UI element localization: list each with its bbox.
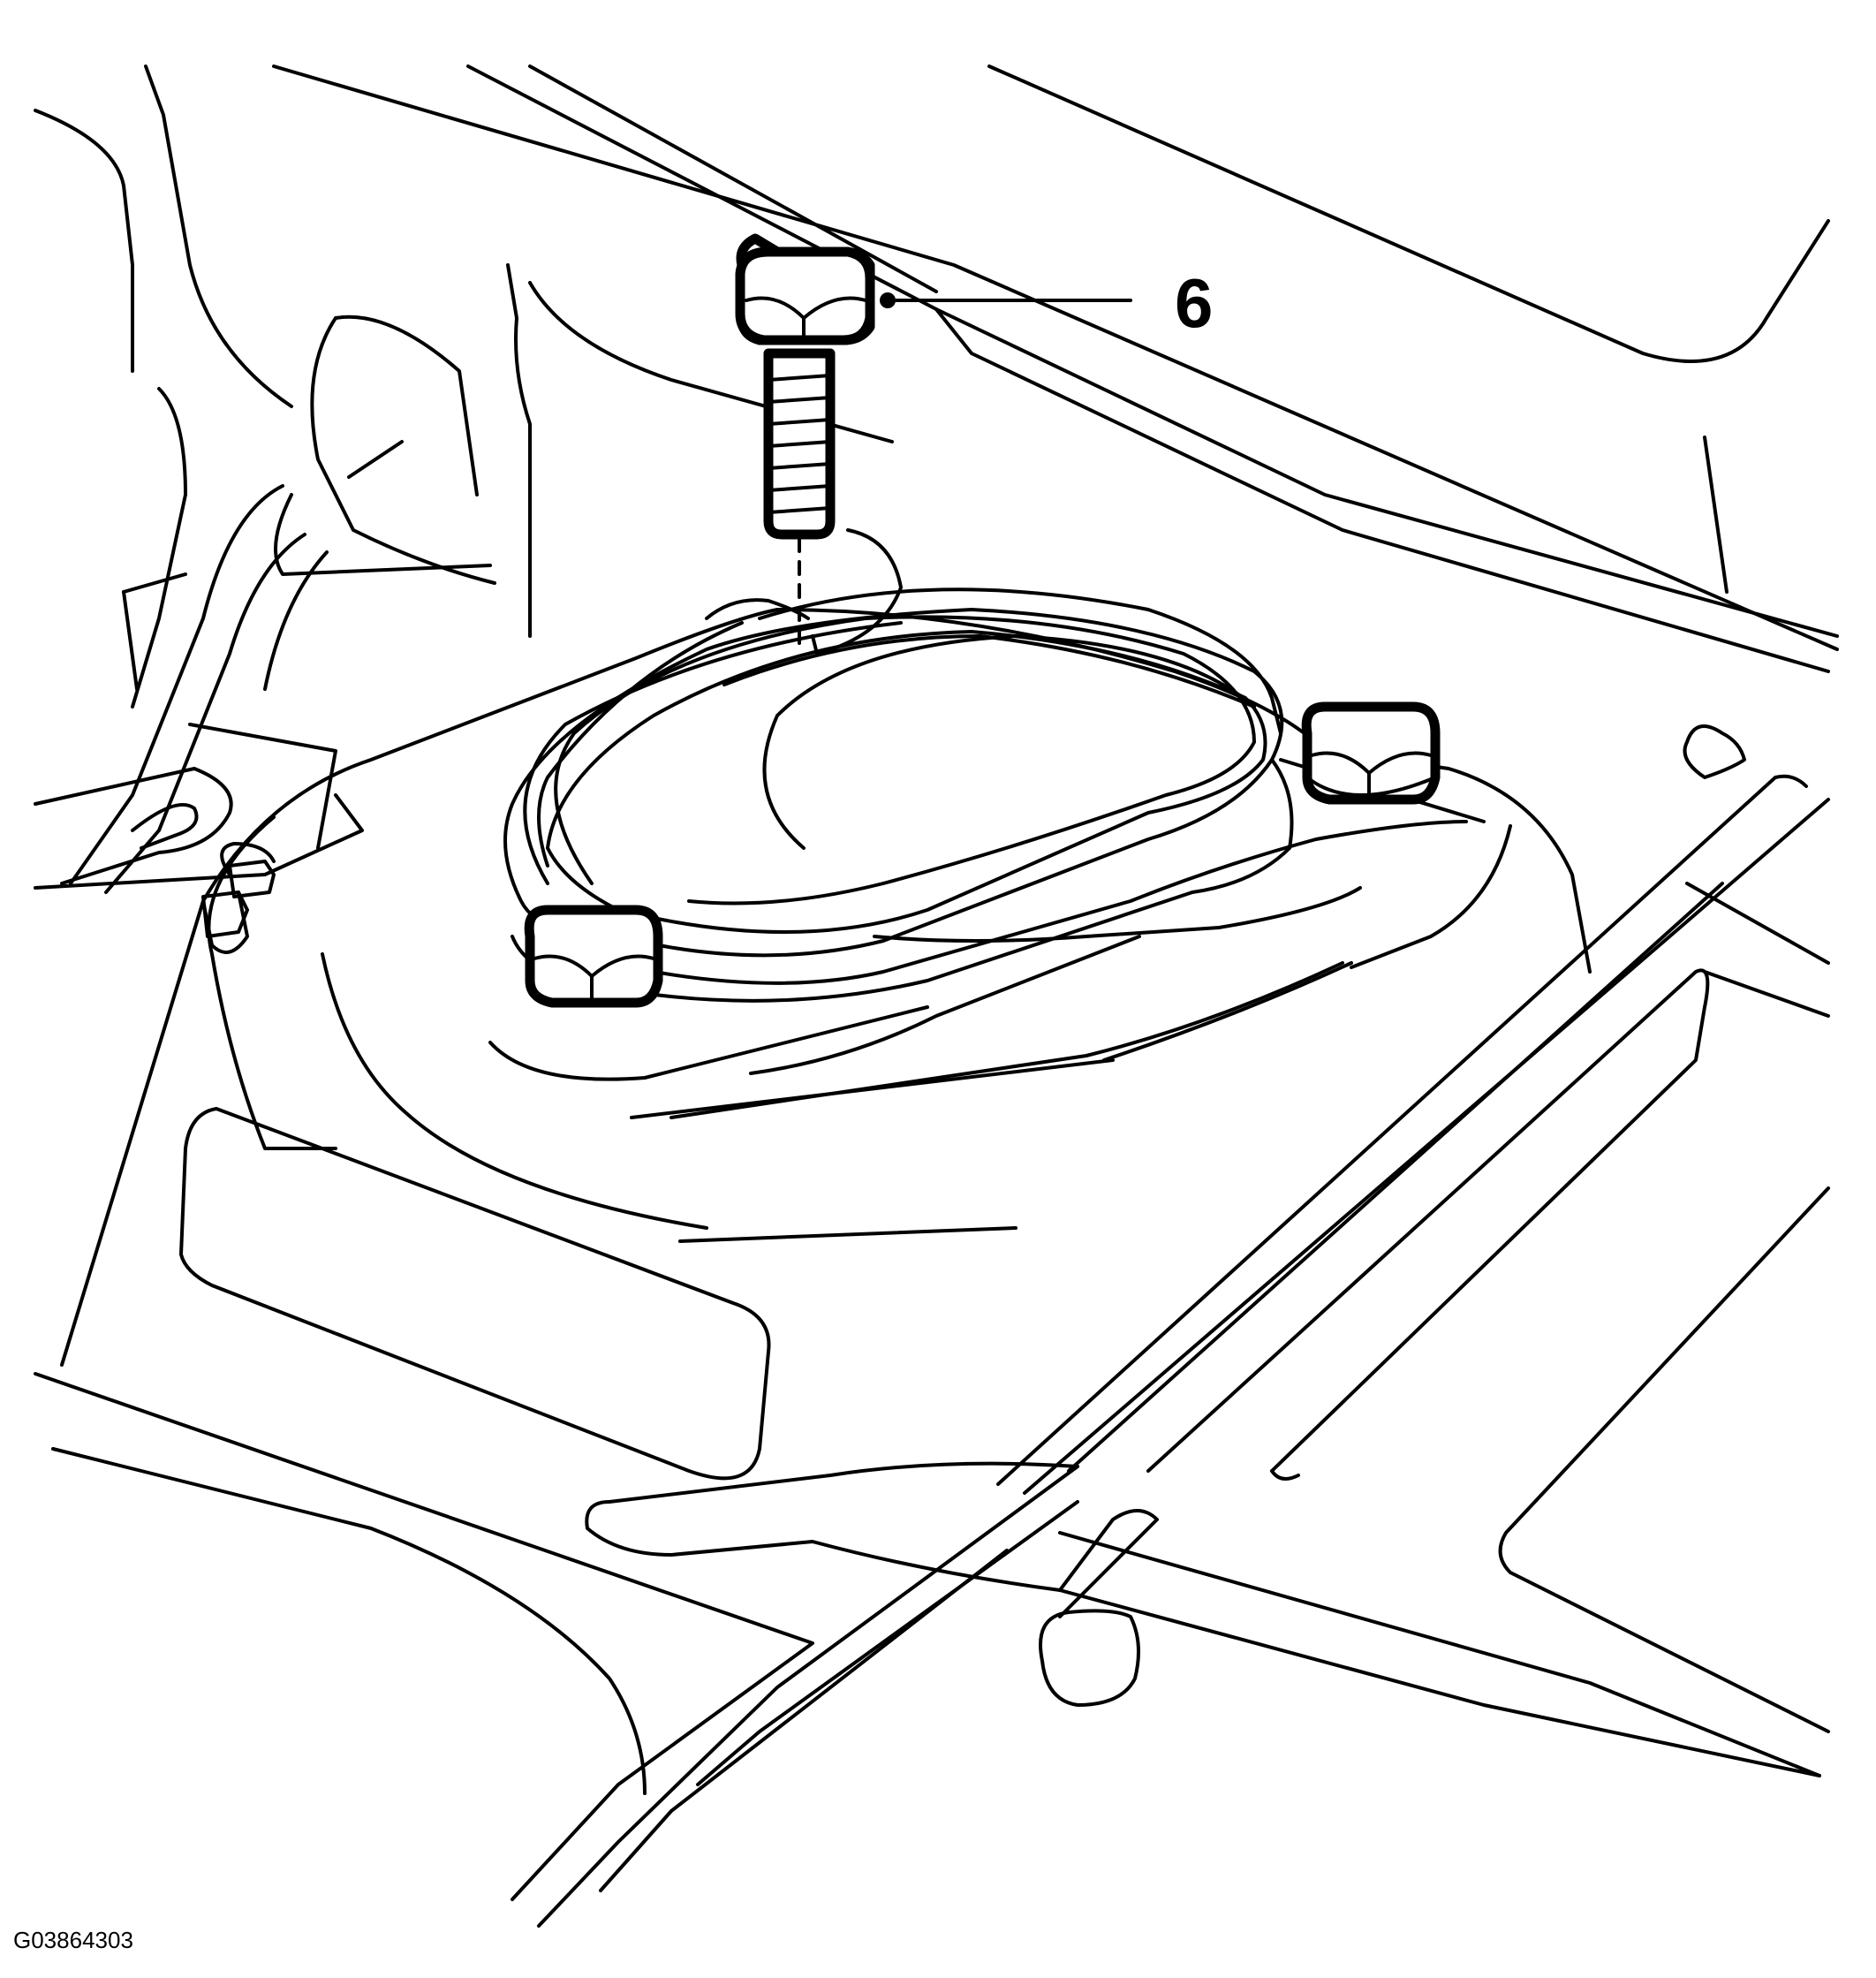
lower-panel-opening: [179, 1107, 771, 1481]
callout-number: 6: [1175, 264, 1213, 342]
strut-mount-dome: [523, 598, 1256, 906]
figure-id: G03864303: [13, 1927, 133, 1953]
strut-tower: [60, 608, 1592, 1367]
callout-dot: [880, 292, 896, 308]
strut-mount-bolt: [735, 233, 875, 647]
upper-body-panel: [272, 64, 1839, 673]
left-studs: [201, 860, 276, 938]
lower-body-structure: [34, 1372, 1821, 1928]
installed-bolt-right: [1301, 701, 1441, 805]
left-wiring-harness: [34, 64, 903, 954]
right-bracket: [996, 724, 1830, 1733]
installed-bolt-left: [524, 905, 663, 1008]
callout-6: 6: [880, 264, 1213, 342]
